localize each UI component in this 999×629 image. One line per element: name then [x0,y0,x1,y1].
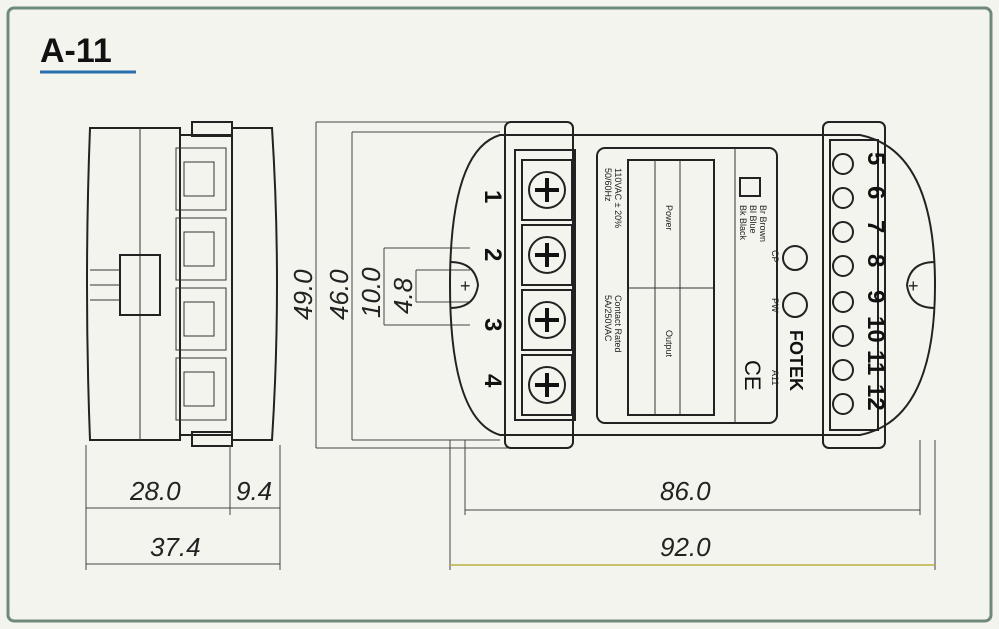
terminal-5: 5 [862,152,889,165]
terminal-12: 12 [862,384,889,411]
contact-label: Contact Rated [613,295,623,353]
wire-black: Bk Black [738,205,748,241]
drawing-title: A-11 [40,32,112,70]
dim-side-depth: 28.0 [129,476,181,506]
front-view: + + [448,121,937,449]
terminal-1: 1 [479,190,506,203]
dim-hole-spacing: 10.0 [356,267,386,318]
terminal-9: 9 [862,290,889,303]
terminal-11: 11 [862,350,889,375]
dim-side-flange: 9.4 [236,476,272,506]
ce-mark: CE [740,360,765,391]
wire-brown: Br Brown [758,205,768,242]
svg-text:+: + [908,276,919,296]
frame-border [6,6,993,623]
dim-front-total-width: 92.0 [660,532,711,562]
wire-blue: Bl Blue [748,205,758,234]
terminal-8: 8 [862,254,889,267]
terminal-6: 6 [862,186,889,199]
side-view [86,121,278,447]
front-dimensions [449,440,936,570]
terminal-7: 7 [862,220,889,233]
left-terminal-screws [521,159,573,416]
svg-text:+: + [460,276,471,296]
contact-rating-label: 5A/250VAC [603,295,613,342]
dim-body-height: 46.0 [324,269,354,320]
terminal-10: 10 [862,316,889,343]
cp-label: CP [770,250,780,263]
pw-label: PW [770,298,780,313]
power-label: Power [664,205,674,231]
terminal-3: 3 [479,318,506,331]
terminal-4: 4 [479,374,506,388]
vertical-dimensions [315,121,520,449]
dim-front-inner-width: 86.0 [660,476,711,506]
brand-logo: FOTEK [786,330,806,391]
dim-total-height: 49.0 [288,269,318,320]
output-label: Output [664,330,674,358]
terminal-2: 2 [479,248,506,261]
dim-hole-diameter: 4.8 [388,277,418,314]
model-label: A11 [770,370,780,385]
voltage-label: 110VAC ± 20% [613,168,623,228]
dim-side-total: 37.4 [150,532,201,562]
right-terminal-screws [832,153,854,415]
side-dimensions [85,445,281,570]
frequency-label: 50/60Hz [603,168,613,202]
